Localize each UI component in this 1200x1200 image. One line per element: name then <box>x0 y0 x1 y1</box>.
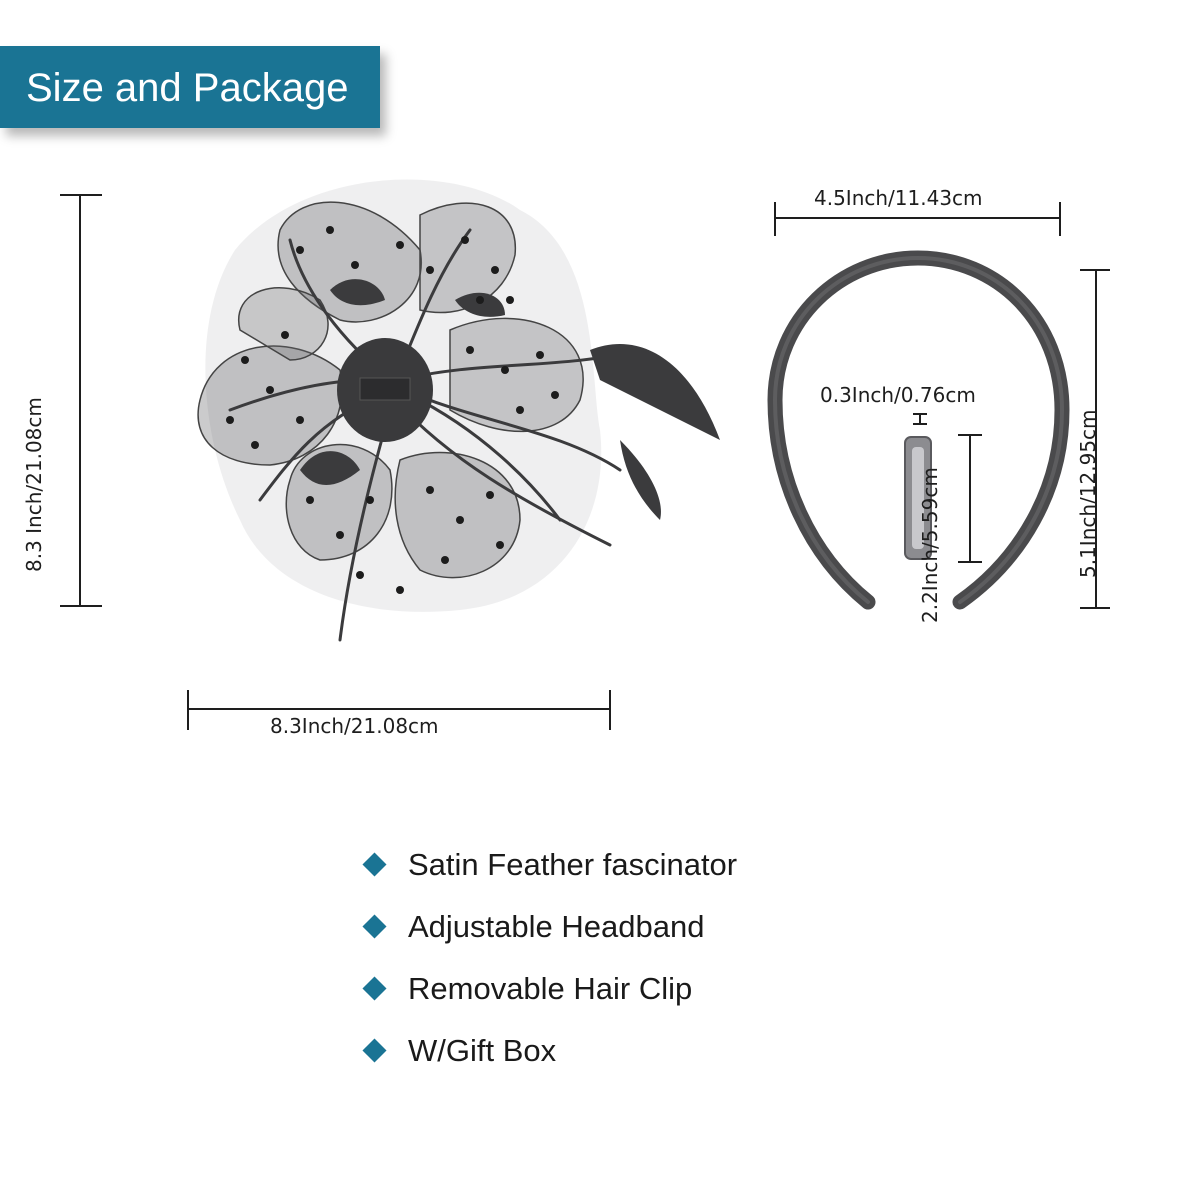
package-feature-list: Satin Feather fascinator Adjustable Head… <box>360 842 960 1090</box>
diamond-bullet-icon <box>362 852 387 877</box>
fascinator-width-label: 8.3Inch/21.08cm <box>270 714 439 738</box>
headband-image <box>767 250 1070 610</box>
headband-width-label: 4.5Inch/11.43cm <box>814 186 983 210</box>
diamond-bullet-icon <box>362 914 387 939</box>
banner-title: Size and Package <box>26 66 349 110</box>
feature-label: Adjustable Headband <box>408 909 705 944</box>
dimension-lines <box>60 194 1110 730</box>
headband-height-label: 5.1Inch/12.95cm <box>1076 409 1100 578</box>
clip-length-label: 2.2Inch/5.59cm <box>918 467 942 623</box>
fascinator-height-label: 8.3 Inch/21.08cm <box>22 397 46 572</box>
list-item: Satin Feather fascinator <box>360 842 960 904</box>
list-item: W/Gift Box <box>360 1028 960 1090</box>
feature-label: Satin Feather fascinator <box>408 847 738 882</box>
list-item: Adjustable Headband <box>360 904 960 966</box>
section-banner: Size and Package <box>0 46 380 128</box>
fascinator-image <box>197 179 720 642</box>
feature-label: Removable Hair Clip <box>408 971 693 1006</box>
clip-width-label: 0.3Inch/0.76cm <box>820 383 976 407</box>
diamond-bullet-icon <box>362 976 387 1001</box>
hair-clip-image <box>904 436 932 560</box>
diamond-bullet-icon <box>362 1038 387 1063</box>
list-item: Removable Hair Clip <box>360 966 960 1028</box>
feature-label: W/Gift Box <box>408 1033 557 1068</box>
